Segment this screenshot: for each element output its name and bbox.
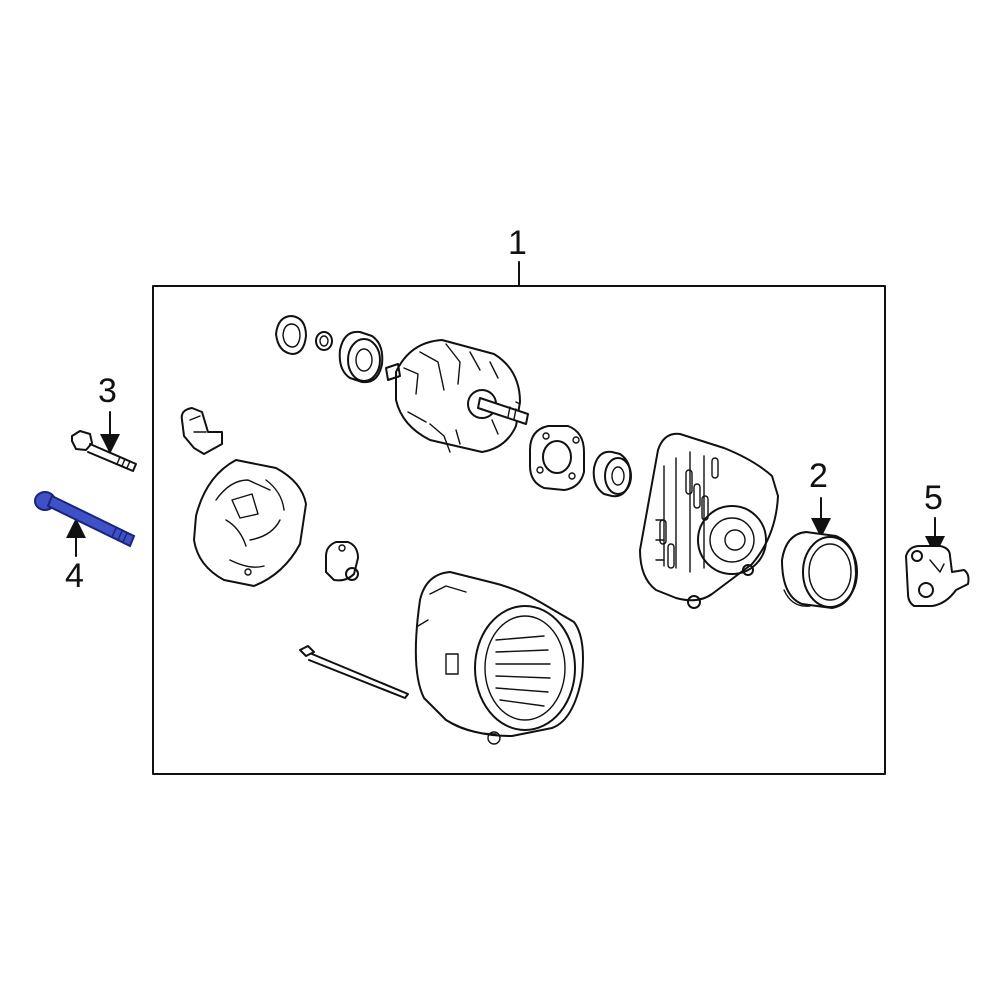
part-5-bracket[interactable] <box>905 545 970 607</box>
terminal-insulator[interactable] <box>180 407 223 455</box>
part-3-flange-bolt[interactable] <box>71 430 137 472</box>
part-4-long-bolt[interactable] <box>34 491 136 548</box>
regulator-cover[interactable] <box>193 459 307 587</box>
callout-5[interactable]: 5 <box>924 479 943 517</box>
tie-rod[interactable] <box>299 645 409 699</box>
part-2-pulley[interactable] <box>781 531 858 609</box>
callout-4[interactable]: 4 <box>65 557 84 595</box>
retainer-plate[interactable] <box>529 425 585 491</box>
rotor[interactable] <box>385 339 529 453</box>
callout-3[interactable]: 3 <box>98 372 117 410</box>
seal-ring[interactable] <box>275 315 307 355</box>
terminal-nut[interactable] <box>325 541 359 582</box>
callout-2[interactable]: 2 <box>809 457 828 495</box>
callout-1[interactable]: 1 <box>508 224 527 262</box>
front-housing[interactable] <box>414 571 584 745</box>
rear-housing[interactable] <box>639 432 779 609</box>
front-bearing[interactable] <box>338 330 384 384</box>
small-washer[interactable] <box>315 331 333 351</box>
rear-bearing[interactable] <box>592 450 632 498</box>
